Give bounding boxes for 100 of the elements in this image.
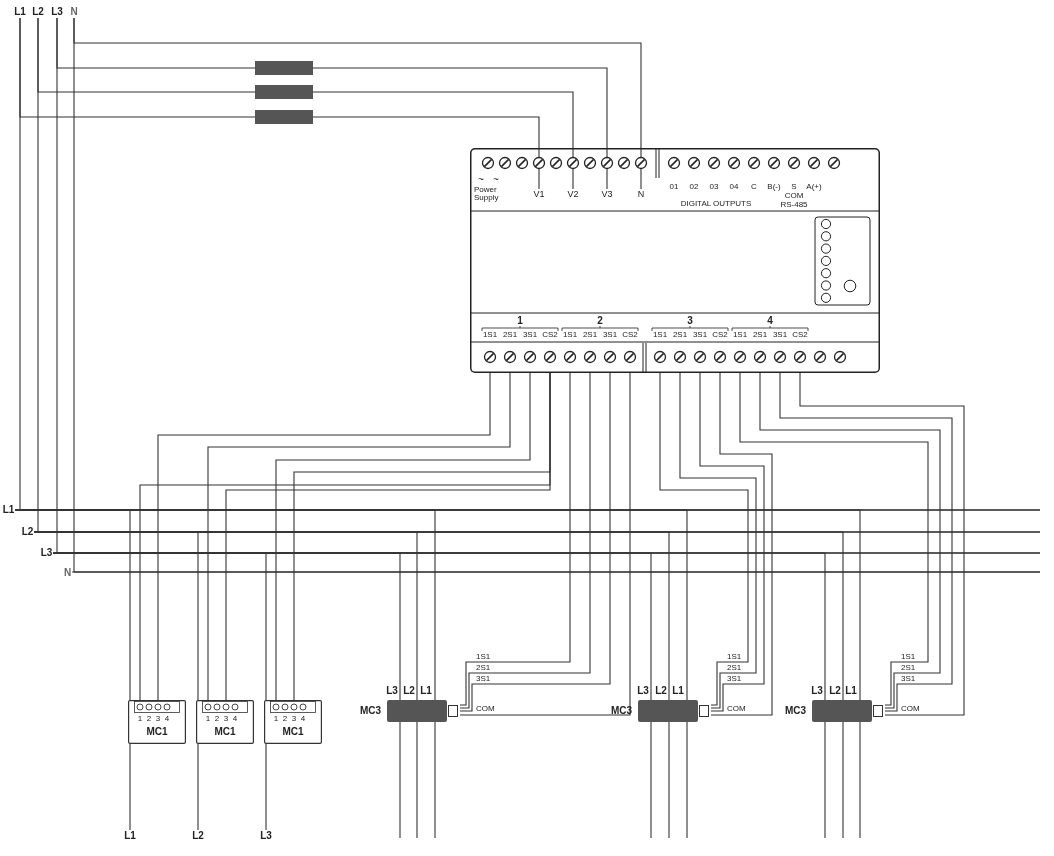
phase-label: L3 (259, 830, 273, 842)
wire (739, 371, 929, 706)
pin-number: 3 (155, 715, 161, 723)
terminal-label: CS2 (712, 331, 728, 339)
wire (14, 509, 861, 701)
phase-label: L1 (123, 830, 137, 842)
wire (157, 371, 491, 701)
wire-label: 3S1 (901, 675, 916, 683)
terminal-label: 3S1 (692, 331, 708, 339)
device-label: MC3 (785, 706, 807, 716)
terminal-label: N (636, 189, 646, 200)
device-label: MC3 (611, 706, 633, 716)
phase-label: L1 (420, 686, 432, 696)
fuse (255, 61, 313, 75)
wire (686, 721, 688, 839)
wire (312, 67, 608, 190)
phase-label: L3 (637, 686, 649, 696)
wire (33, 531, 844, 701)
current-transformer (264, 700, 322, 744)
terminal-label: 2S1 (582, 331, 598, 339)
terminal-label: C (751, 183, 757, 191)
wire (759, 371, 941, 709)
pin-number: 3 (291, 715, 297, 723)
wire-label: 1S1 (727, 653, 742, 661)
wire (416, 721, 418, 839)
phase-label: L2 (829, 686, 841, 696)
terminal-label: S (791, 183, 797, 191)
wire-label: 3S1 (727, 675, 742, 683)
terminal-label: 04 (729, 183, 739, 191)
terminal-label: 2S1 (672, 331, 688, 339)
wire (668, 721, 670, 839)
terminal-label: 02 (689, 183, 699, 191)
phase-label: L2 (655, 686, 667, 696)
wire (312, 116, 540, 190)
device-label: MC1 (281, 727, 305, 737)
terminal-label: 1S1 (652, 331, 668, 339)
wire-label: COM (476, 705, 495, 713)
phase-label: L3 (811, 686, 823, 696)
phase-label: L2 (191, 830, 205, 842)
pin-number: 1 (205, 715, 211, 723)
wire (265, 743, 267, 831)
phase-label: L1 (2, 504, 15, 516)
current-transformer (128, 700, 186, 744)
input-number: 4 (766, 316, 774, 326)
terminal-label: CS2 (622, 331, 638, 339)
wire-label: COM (727, 705, 746, 713)
phase-label: L3 (386, 686, 398, 696)
wire (699, 371, 765, 712)
phase-label: L2 (403, 686, 415, 696)
wire (52, 552, 826, 701)
terminal-label: V3 (600, 189, 614, 200)
wire (799, 371, 965, 716)
phase-label: L3 (50, 6, 64, 18)
fuse (255, 110, 313, 124)
terminal-label: 3S1 (602, 331, 618, 339)
terminal-label: COM (784, 192, 804, 200)
phase-label: L2 (31, 6, 45, 18)
wire (842, 721, 844, 839)
device-label: MC1 (213, 727, 237, 737)
terminal-label: A(+) (806, 183, 822, 191)
phase-label: L1 (672, 686, 684, 696)
terminal-label: V2 (566, 189, 580, 200)
terminal-label: V1 (532, 189, 546, 200)
wire (859, 721, 861, 839)
wire (434, 721, 436, 839)
wire (197, 743, 199, 831)
wire (129, 743, 131, 831)
pin-number: 2 (146, 715, 152, 723)
terminal-label: 3S1 (522, 331, 538, 339)
terminal-label: Power Supply (474, 186, 500, 202)
wire (824, 721, 826, 839)
wire (207, 371, 511, 701)
pin-number: 4 (232, 715, 238, 723)
tilde-mark: ~ (478, 175, 484, 185)
terminal-label: 1S1 (482, 331, 498, 339)
current-transformer (196, 700, 254, 744)
device-label: MC3 (360, 706, 382, 716)
terminal-label: CS2 (542, 331, 558, 339)
section-label: DIGITAL OUTPUTS (680, 200, 752, 208)
pin-number: 3 (223, 715, 229, 723)
phase-label: L2 (21, 526, 34, 538)
phase-label: N (69, 6, 79, 18)
input-number: 3 (686, 316, 694, 326)
pin-number: 1 (137, 715, 143, 723)
phase-label: L1 (845, 686, 857, 696)
terminal-label: 2S1 (502, 331, 518, 339)
pin-number: 4 (164, 715, 170, 723)
phase-label: L3 (40, 547, 53, 559)
wire (71, 17, 75, 573)
terminal-label: 2S1 (752, 331, 768, 339)
terminal-label: CS2 (792, 331, 808, 339)
wire (679, 371, 757, 709)
device-label: MC1 (145, 727, 169, 737)
terminal-label: RS-485 (780, 201, 808, 209)
meter-housing (470, 148, 880, 373)
wire (459, 371, 571, 706)
pin-number: 2 (214, 715, 220, 723)
phase-label: L1 (13, 6, 27, 18)
wire-label: 1S1 (476, 653, 491, 661)
fuse (255, 85, 313, 99)
